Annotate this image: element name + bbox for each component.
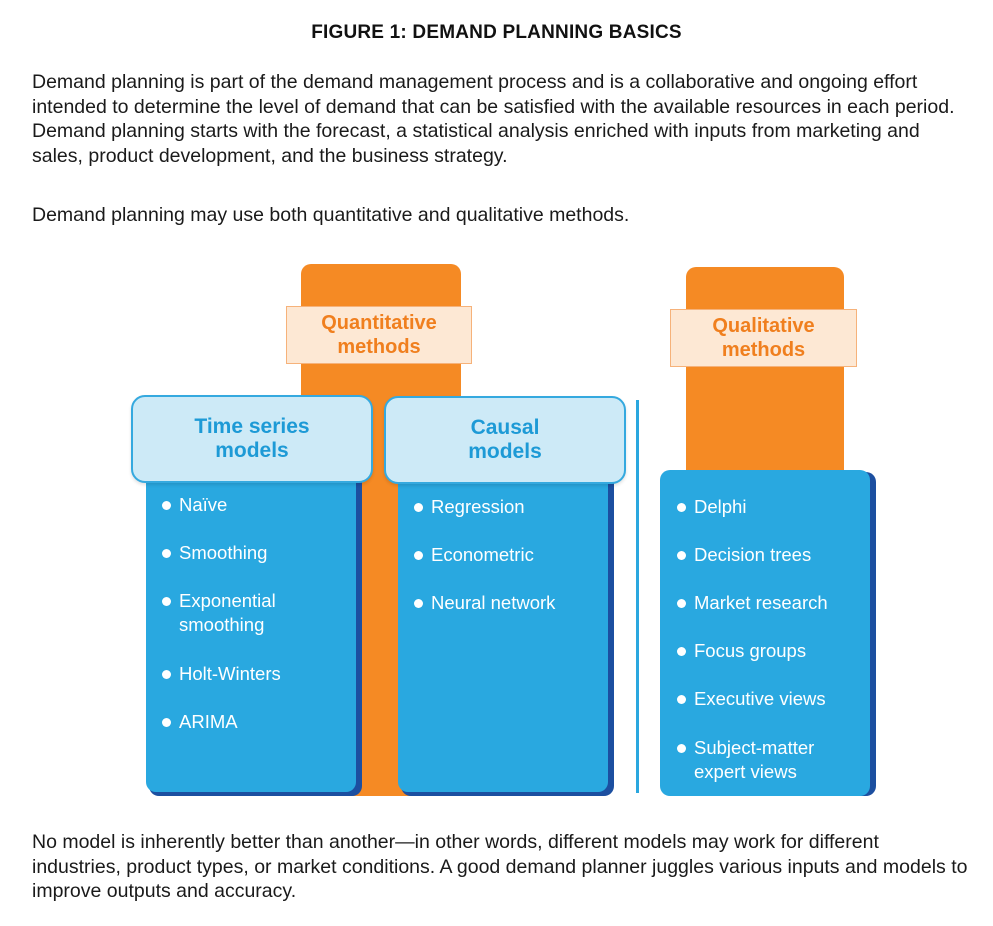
bullet-icon (162, 501, 171, 510)
list-item: Decision trees (677, 543, 811, 567)
causal-column: Regression Econometric Neural network (398, 470, 608, 792)
conclusion-paragraph: No model is inherently better than anoth… (32, 831, 968, 902)
bullet-icon (162, 670, 171, 679)
figure-title: FIGURE 1: DEMAND PLANNING BASICS (311, 22, 682, 43)
bullet-icon (162, 549, 171, 558)
bullet-icon (677, 503, 686, 512)
qualitative-methods-label: Qualitative methods (670, 309, 857, 367)
list-item: Delphi (677, 495, 746, 519)
bullet-icon (677, 744, 686, 753)
time-series-column: Naïve Smoothing Exponential smoothing Ho… (146, 470, 356, 792)
list-item: Smoothing (162, 541, 267, 565)
list-item: Naïve (162, 493, 227, 517)
bullet-icon (414, 551, 423, 560)
time-series-models-header: Time series models (131, 395, 373, 483)
list-item: Executive views (677, 687, 826, 711)
qualitative-pillar (686, 267, 844, 482)
bullet-icon (414, 599, 423, 608)
bullet-icon (677, 599, 686, 608)
methods-sentence: Demand planning may use both quantitativ… (32, 204, 630, 226)
list-item: Regression (414, 495, 525, 519)
qualitative-column: Delphi Decision trees Market research Fo… (660, 470, 870, 796)
bullet-icon (162, 597, 171, 606)
list-item: Neural network (414, 591, 555, 615)
list-item: Exponential smoothing (162, 589, 276, 637)
list-item: Holt-Winters (162, 662, 281, 686)
list-item: ARIMA (162, 710, 238, 734)
list-item: Econometric (414, 543, 534, 567)
bullet-icon (414, 503, 423, 512)
bullet-icon (677, 647, 686, 656)
bullet-icon (677, 551, 686, 560)
divider-line (636, 400, 639, 793)
list-item: Subject-matter expert views (677, 736, 814, 784)
list-item: Market research (677, 591, 828, 615)
quantitative-methods-label: Quantitative methods (286, 306, 472, 364)
bullet-icon (677, 695, 686, 704)
list-item: Focus groups (677, 639, 806, 663)
intro-paragraph: Demand planning is part of the demand ma… (32, 71, 955, 167)
causal-models-header: Causal models (384, 396, 626, 484)
bullet-icon (162, 718, 171, 727)
